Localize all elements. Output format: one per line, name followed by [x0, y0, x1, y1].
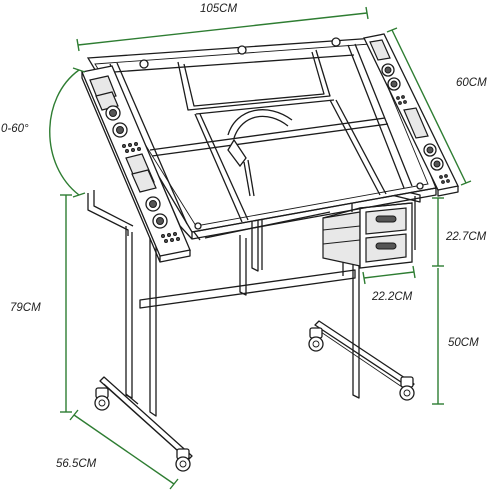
right-tray-holes-bottom — [439, 174, 450, 184]
right-tray-slot-top — [369, 39, 391, 61]
dim-drawer-height: 22.7CM — [432, 197, 487, 267]
drawer-unit — [322, 202, 413, 269]
dim-drawer-width: 22.2CM — [362, 265, 416, 303]
dim-width: 105CM — [76, 3, 369, 52]
left-tray-holes-bottom — [161, 232, 180, 243]
label-top-depth: 60CM — [456, 77, 487, 89]
wheel-front-left — [94, 387, 110, 411]
label-width: 105CM — [200, 3, 237, 15]
label-drawer-width: 22.2CM — [371, 291, 413, 303]
right-tray-slot-mid — [403, 107, 429, 139]
label-angle: 0-60° — [1, 123, 29, 135]
dimension-lines: 105CM 60CM 0-60° 79CM 56.5CM — [1, 3, 487, 490]
dim-height: 79CM — [10, 194, 72, 413]
right-tray-holes — [396, 95, 407, 105]
left-upright — [125, 226, 133, 399]
wheel-back-left — [308, 327, 324, 352]
caster-wheels — [94, 327, 415, 472]
left-tray-holes — [122, 142, 141, 153]
label-depth: 56.5CM — [56, 458, 97, 470]
left-foot — [99, 376, 193, 461]
tabletop — [86, 37, 437, 240]
dim-angle: 0-60° — [1, 67, 86, 198]
right-storage-tray — [363, 33, 459, 197]
right-upright — [352, 240, 360, 399]
dim-top-depth: 60CM — [386, 27, 487, 186]
cross-stretcher — [139, 269, 356, 309]
wheel-front-right — [175, 448, 191, 472]
left-storage-tray — [81, 65, 191, 263]
label-drawer-to-floor: 50CM — [448, 337, 479, 349]
drawer-bottom — [365, 233, 407, 263]
right-foot — [314, 320, 415, 389]
drawer-top — [365, 207, 407, 235]
dim-drawer-to-floor: 50CM — [432, 268, 479, 405]
wheel-back-right — [399, 376, 415, 401]
dim-depth: 56.5CM — [56, 409, 179, 490]
label-height: 79CM — [10, 302, 41, 314]
label-drawer-height: 22.7CM — [445, 231, 487, 243]
